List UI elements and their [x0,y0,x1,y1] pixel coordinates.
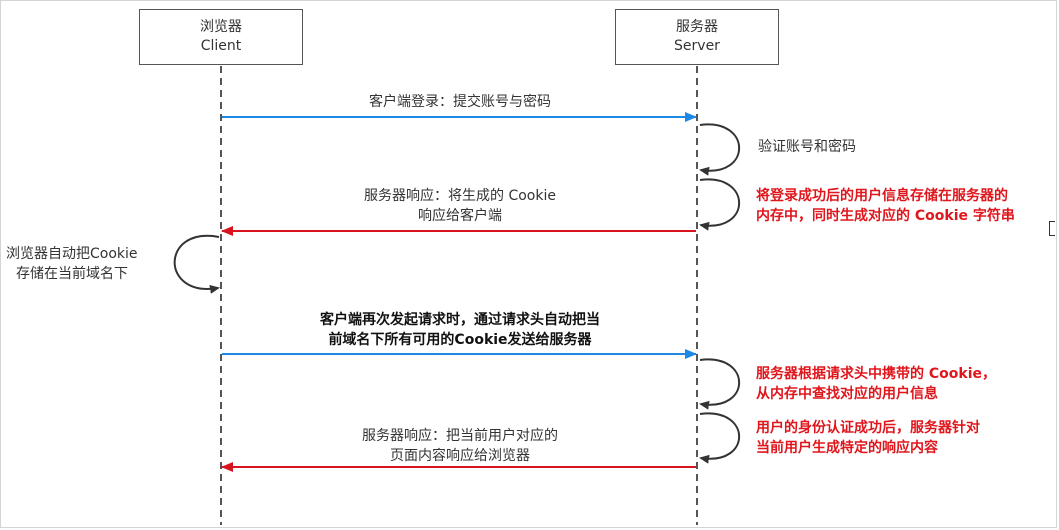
verify-self-loop [699,123,740,176]
store-self-loop [699,178,740,231]
page-response-label: 服务器响应：把当前用户对应的 页面内容响应给浏览器 [362,428,558,464]
cookie-response-label: 服务器响应：将生成的 Cookie 响应给客户端 [364,188,556,224]
client-name-en: Client [200,38,242,54]
server-store-note: 将登录成功后的用户信息存储在服务器的 内存中，同时生成对应的 Cookie 字符… [756,188,1015,224]
lookup-self-loop [699,358,740,410]
server-auth-note: 用户的身份认证成功后，服务器针对 当前用户生成特定的响应内容 [756,420,980,456]
client-box: 浏览器 Client [139,9,303,65]
login-request-label: 客户端登录：提交账号与密码 [369,94,551,110]
server-name-cn: 服务器 [676,19,718,35]
server-box: 服务器 Server [615,9,779,65]
auth-self-loop [699,412,740,464]
browser-store-self-loop [173,234,220,294]
server-lookup-note: 服务器根据请求头中携带的 Cookie， 从内存中查找对应的用户信息 [756,366,996,402]
browser-store-label: 浏览器自动把Cookie 存储在当前域名下 [6,246,138,282]
client-name-cn: 浏览器 [200,19,242,35]
verify-label: 验证账号和密码 [758,139,856,155]
second-request-label: 客户端再次发起请求时，通过请求头自动把当 前域名下所有可用的Cookie发送给服… [320,312,600,348]
server-name-en: Server [674,38,720,54]
text-cursor-icon [1049,221,1055,236]
